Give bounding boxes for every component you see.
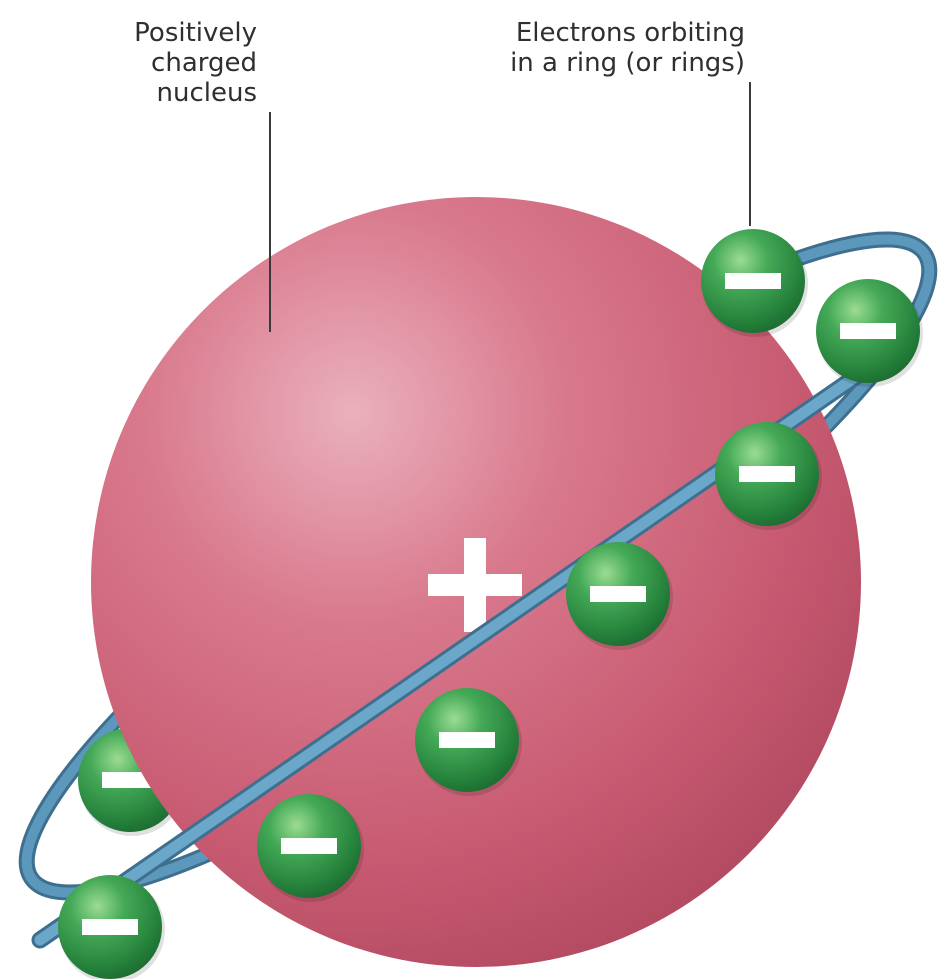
negative-charge-sign bbox=[725, 273, 781, 289]
negative-charge-sign bbox=[590, 586, 646, 602]
negative-charge-sign bbox=[281, 838, 337, 854]
electron bbox=[701, 229, 808, 337]
negative-charge-sign bbox=[840, 323, 896, 339]
negative-charge-sign bbox=[439, 732, 495, 748]
negative-charge-sign bbox=[739, 466, 795, 482]
electron bbox=[58, 875, 165, 979]
electron bbox=[816, 279, 923, 387]
negative-charge-sign bbox=[82, 919, 138, 935]
